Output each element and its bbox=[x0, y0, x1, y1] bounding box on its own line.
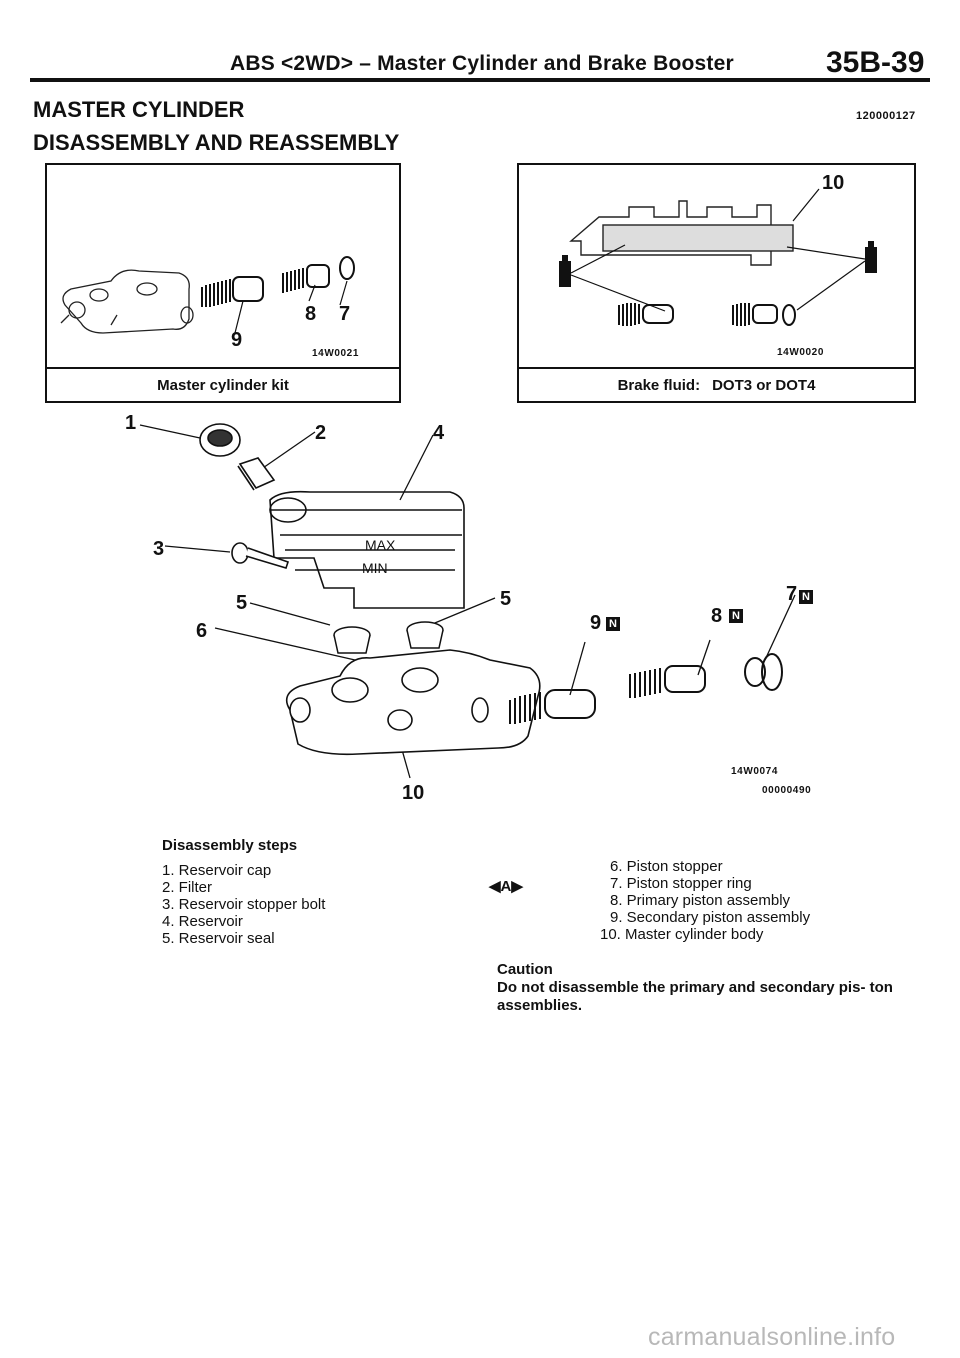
caution-text: Do not disassemble the primary and secon… bbox=[497, 979, 893, 1014]
main-figure-code-2: 00000490 bbox=[762, 785, 812, 796]
kit-caption: Master cylinder kit bbox=[47, 367, 399, 401]
steps-heading: Disassembly steps bbox=[162, 837, 298, 854]
fluid-caption: Brake fluid: DOT3 or DOT4 bbox=[519, 367, 914, 401]
kit-callout-7: 7 bbox=[339, 303, 351, 325]
section-subtitle: DISASSEMBLY AND REASSEMBLY bbox=[33, 130, 400, 155]
document-id: 120000127 bbox=[856, 110, 916, 122]
callout-9: 9 bbox=[590, 612, 602, 634]
reservoir-min-mark: MIN bbox=[362, 560, 388, 576]
kit-figure-code: 14W0021 bbox=[312, 348, 360, 359]
callout-5-left: 5 bbox=[236, 592, 248, 614]
steps-list-right: 6. Piston stopper 7. Piston stopper ring… bbox=[600, 858, 811, 943]
step-item: 4. Reservoir bbox=[162, 913, 243, 930]
caution-heading: Caution bbox=[497, 961, 553, 978]
step-item: 5. Reservoir seal bbox=[162, 930, 275, 947]
step-item: 9. Secondary piston assembly bbox=[610, 909, 811, 926]
steps-list-left: 1. Reservoir cap 2. Filter 3. Reservoir … bbox=[162, 862, 325, 947]
n-marker-7: N bbox=[799, 590, 813, 604]
master-cylinder-exploded-view: MAX MIN bbox=[139, 423, 796, 779]
brake-fluid-panel: 10 14W0020 Brake fluid: DOT3 or DOT4 bbox=[517, 163, 916, 403]
master-cylinder-kit-illustration bbox=[60, 256, 355, 334]
callout-1: 1 bbox=[125, 412, 137, 434]
watermark-text: carmanualsonline.info bbox=[648, 1323, 896, 1351]
step-item: 7. Piston stopper ring bbox=[610, 875, 752, 892]
page-header-title: ABS <2WD> – Master Cylinder and Brake Bo… bbox=[230, 52, 734, 75]
step-item: 1. Reservoir cap bbox=[162, 862, 272, 879]
section-title: MASTER CYLINDER bbox=[33, 97, 245, 122]
kit-callout-9: 9 bbox=[231, 329, 243, 351]
step-item: 2. Filter bbox=[162, 879, 213, 896]
page-number: 35B-39 bbox=[826, 46, 925, 79]
caution-block: Caution Do not disassemble the primary a… bbox=[497, 961, 937, 1015]
callout-10: 10 bbox=[402, 782, 425, 804]
callout-6: 6 bbox=[196, 620, 208, 642]
callout-4: 4 bbox=[433, 422, 445, 444]
fluid-figure-code: 14W0020 bbox=[777, 347, 825, 358]
callout-5-right: 5 bbox=[500, 588, 512, 610]
master-cylinder-kit-panel: 9 8 7 14W0021 Master cylinder kit bbox=[45, 163, 401, 403]
callout-2: 2 bbox=[315, 422, 327, 444]
n-marker-9: N bbox=[606, 617, 620, 631]
reservoir-max-mark: MAX bbox=[365, 537, 396, 553]
n-marker-8: N bbox=[729, 609, 743, 623]
brake-fluid-illustration bbox=[559, 188, 877, 326]
service-mark-a: ◀A▶ bbox=[489, 878, 523, 895]
step-item: 3. Reservoir stopper bolt bbox=[162, 896, 326, 913]
step-item: 8. Primary piston assembly bbox=[610, 892, 791, 909]
fluid-callout-10: 10 bbox=[822, 172, 845, 194]
callout-8: 8 bbox=[711, 605, 723, 627]
fluid-caption-label: Brake fluid: bbox=[617, 376, 701, 394]
callout-7: 7 bbox=[786, 583, 798, 605]
fluid-caption-value: DOT3 or DOT4 bbox=[712, 376, 816, 394]
kit-callout-8: 8 bbox=[305, 303, 317, 325]
main-figure-code-1: 14W0074 bbox=[731, 766, 779, 777]
header-rule bbox=[30, 78, 930, 82]
step-item: 10. Master cylinder body bbox=[600, 926, 764, 943]
step-item: 6. Piston stopper bbox=[610, 858, 723, 875]
callout-3: 3 bbox=[153, 538, 165, 560]
